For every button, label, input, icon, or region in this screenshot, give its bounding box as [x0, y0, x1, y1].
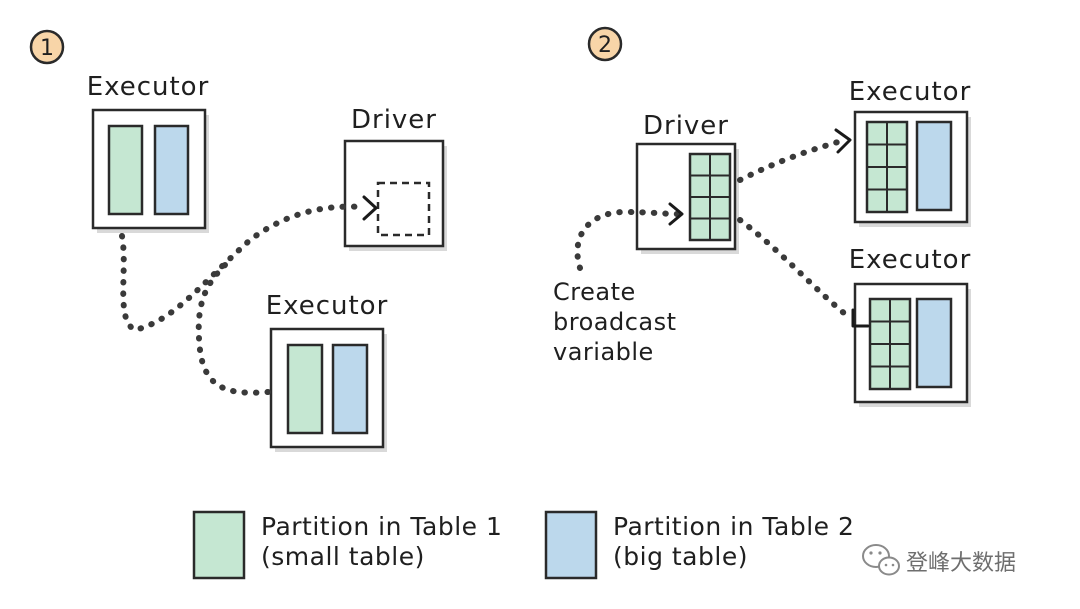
step-number: 1: [40, 36, 54, 61]
arrowhead-to-bottom-executor: [851, 308, 870, 328]
collect-path-from-bottom-executor: [195, 262, 271, 396]
legend-label-line-2: (small table): [261, 542, 425, 571]
broadcast-path-to-top-executor: [737, 137, 848, 183]
legend-swatch-blue: [544, 510, 598, 580]
watermark: 登峰大数据: [862, 544, 1016, 576]
driver-label: Driver: [643, 111, 729, 141]
legend: Partition in Table 1 (small table) Parti…: [192, 510, 854, 580]
partition-small-table: [107, 124, 144, 216]
driver-label: Driver: [351, 105, 437, 135]
panel-1: 1 Executor Driver Executor: [29, 29, 447, 452]
partition-big-table: [915, 120, 953, 212]
arrowhead-to-top-executor: [834, 128, 852, 154]
broadcast-grid-driver: [688, 152, 732, 242]
legend-label-line-1: Partition in Table 2: [613, 512, 854, 541]
legend-item-small-table: Partition in Table 1 (small table): [192, 510, 502, 580]
broadcast-path-to-bottom-executor: [737, 217, 853, 321]
legend-label-line-1: Partition in Table 1: [261, 512, 502, 541]
empty-partition-placeholder: [376, 181, 431, 237]
note-line-1: Create: [553, 278, 636, 306]
create-broadcast-note: Create broadcast variable: [553, 278, 677, 366]
legend-item-big-table: Partition in Table 2 (big table): [544, 510, 854, 580]
legend-label-line-2: (big table): [613, 542, 748, 571]
driver-box-panel-1: Driver: [343, 105, 447, 251]
broadcast-grid-executor: [868, 297, 912, 391]
executor-label: Executor: [849, 245, 972, 275]
watermark-text: 登峰大数据: [906, 551, 1016, 576]
executor-box-top-right: Executor: [849, 77, 972, 227]
partition-big-table: [915, 297, 953, 389]
step-badge-circle: [587, 26, 623, 62]
executor-label: Executor: [849, 77, 972, 107]
executor-label: Executor: [87, 72, 210, 102]
step-badge-1: 1: [29, 29, 65, 65]
create-broadcast-path: [574, 208, 681, 271]
step-badge-2: 2: [587, 26, 623, 62]
executor-label: Executor: [266, 291, 389, 321]
wechat-icon: [862, 544, 900, 576]
arrowhead-into-driver-grid: [668, 202, 684, 226]
partition-small-table: [286, 343, 324, 435]
step-badge-circle: [29, 29, 65, 65]
executor-box-bottom: Executor: [266, 291, 389, 452]
executor-box-top-left: Executor: [87, 72, 210, 233]
note-line-3: variable: [553, 338, 654, 366]
note-line-2: broadcast: [553, 308, 677, 336]
collect-path-from-top-executor: [119, 203, 365, 334]
driver-box-panel-2: Driver: [635, 111, 739, 254]
broadcast-grid-executor: [865, 120, 909, 214]
executor-box-bottom-right: Executor: [849, 245, 972, 407]
partition-big-table: [331, 343, 369, 435]
legend-swatch-green: [192, 510, 246, 580]
panel-2: 2 Driver Create broadcast variable Exec: [553, 26, 972, 407]
partition-big-table: [153, 124, 190, 216]
driver-box: [343, 139, 445, 248]
step-number: 2: [598, 33, 612, 58]
arrowhead-into-driver: [362, 195, 378, 221]
